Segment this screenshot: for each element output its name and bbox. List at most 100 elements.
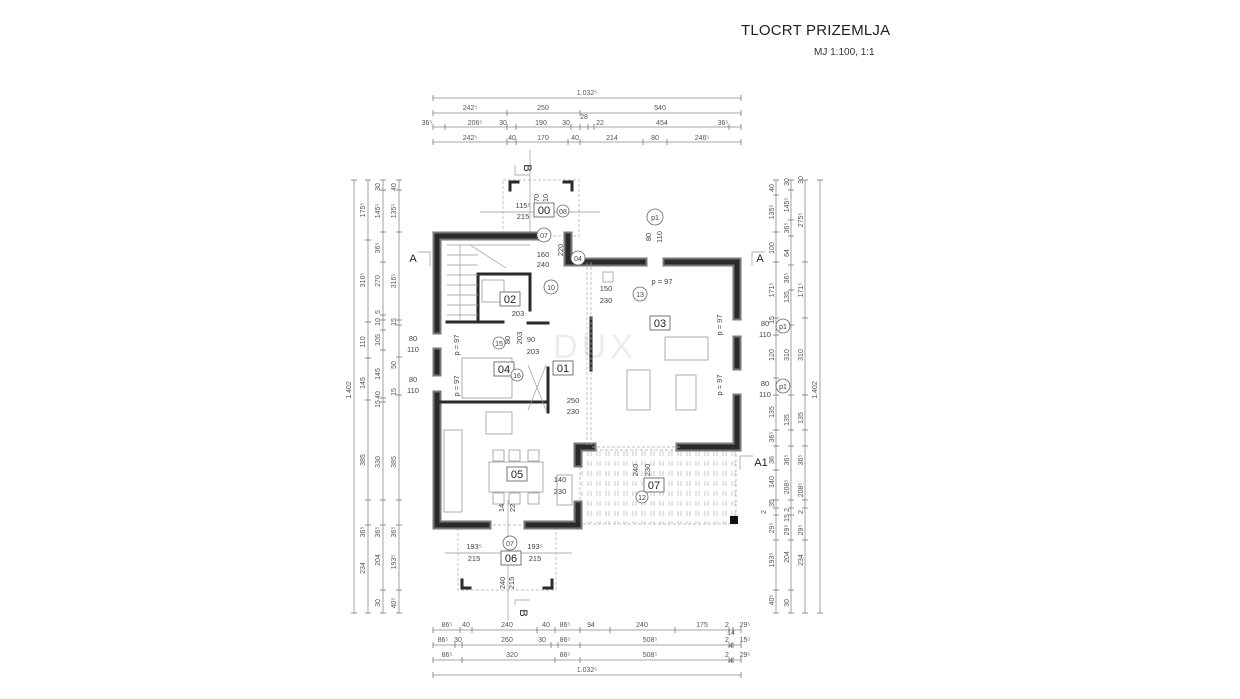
- dim-text: 15: [375, 400, 382, 408]
- top-dimensions: 1.032⁵ 242⁵ 250 540 36⁵ 206⁵ 30 190 30 2…: [422, 90, 729, 142]
- dim-text: 385: [391, 456, 398, 468]
- dim-text: 508⁵: [643, 637, 658, 644]
- note: 220: [556, 244, 565, 257]
- dim-text: 94: [587, 622, 595, 629]
- room-07-label: 07: [648, 480, 660, 492]
- note: p = 97: [715, 374, 724, 395]
- dim-text: 260: [501, 637, 513, 644]
- dim-text: 30: [538, 637, 546, 644]
- dim-text: 64: [784, 249, 791, 257]
- dim-text: 140: [769, 476, 776, 488]
- dim-text: 40: [462, 622, 470, 629]
- section-a1: A1: [754, 457, 767, 469]
- dim-text: 100: [769, 242, 776, 254]
- dim-text: 175⁵: [360, 203, 367, 218]
- dim-text: 40: [508, 135, 516, 142]
- dim-text: 316⁵: [360, 273, 367, 288]
- dim-text: 36⁵: [784, 455, 791, 466]
- dim-text: 35: [769, 499, 776, 507]
- dim-text: 135: [769, 406, 776, 418]
- note: 80: [644, 233, 653, 241]
- dim-text: 4: [729, 658, 733, 665]
- note: p = 97: [715, 314, 724, 335]
- marker: 13: [636, 292, 644, 299]
- walls: [432, 231, 742, 530]
- bottom-dimensions: 86⁵ 40 240 40 86⁵ 94 240 175 2 14 29⁵ 86…: [438, 622, 751, 674]
- dim-text: 15⁵: [740, 637, 751, 644]
- dim-text: 22: [596, 120, 604, 127]
- section-a-right: A: [756, 253, 764, 265]
- dim-text: 193⁵: [769, 553, 776, 568]
- note: 110: [655, 231, 664, 243]
- dim-text: 86⁵: [442, 652, 453, 659]
- room-01-label: 01: [557, 363, 569, 375]
- dim-text: 171⁵: [798, 283, 805, 298]
- dim-text: 275⁵: [798, 213, 805, 228]
- annotations: 115⁵ 215 70 10 160 240 220 80 110 p = 97…: [407, 194, 771, 589]
- dim-text: 145: [360, 377, 367, 389]
- note: 160: [537, 250, 550, 259]
- dim-text: 30: [375, 599, 382, 607]
- room-03-label: 03: [654, 318, 666, 330]
- dim-text: 86⁵: [442, 622, 453, 629]
- note: 80: [503, 336, 512, 344]
- dim-text: 40: [571, 135, 579, 142]
- dim-text: 2: [725, 622, 729, 629]
- note: 203: [527, 347, 540, 356]
- note: 230: [600, 296, 613, 305]
- dim-text: 120: [769, 349, 776, 361]
- dim-text: 86⁵: [560, 637, 571, 644]
- note: 230: [554, 487, 567, 496]
- dim-text: 36⁵: [375, 527, 382, 538]
- dim-text: 214: [606, 135, 618, 142]
- dim-text: 316⁵: [391, 274, 398, 289]
- note: 80: [761, 319, 769, 328]
- dim-text: 246⁵: [695, 135, 710, 142]
- dim-text: 40: [542, 622, 550, 629]
- dim-text: 135⁵: [391, 204, 398, 219]
- dim-text: 30: [562, 120, 570, 127]
- dim-text: 2: [725, 652, 729, 659]
- dim-text: 36⁵: [769, 432, 776, 443]
- section-b-bottom: B: [517, 609, 529, 616]
- armchair: [675, 374, 697, 411]
- note: 230: [567, 407, 580, 416]
- dim-text: 36: [769, 456, 776, 464]
- dim-text: 135⁵: [769, 205, 776, 220]
- note: 250: [567, 396, 580, 405]
- section-b-top: B: [521, 164, 533, 171]
- dim-text: 105: [375, 334, 382, 346]
- dim-text: 5: [375, 310, 382, 314]
- dim-text: 206⁵: [468, 120, 483, 127]
- dim-text: 30: [798, 176, 805, 184]
- dim-text: 36⁵: [375, 243, 382, 254]
- dim-text: 29⁵: [798, 525, 805, 536]
- note: 80: [761, 379, 769, 388]
- room-04-label: 04: [498, 364, 510, 376]
- dim-text: 1.032⁵: [577, 667, 598, 674]
- dim-text: 86⁵: [560, 652, 571, 659]
- dim-text: 170: [537, 135, 549, 142]
- dim-text: 454: [656, 120, 668, 127]
- shower: [481, 279, 505, 303]
- dim-text: 15: [391, 318, 398, 326]
- door-swing: [527, 364, 547, 411]
- note: 110: [407, 345, 419, 354]
- dim-text: 80: [651, 135, 659, 142]
- dim-text: 29⁵: [740, 622, 751, 629]
- dim-text: 208⁵: [784, 480, 791, 495]
- dim-text: 234: [798, 554, 805, 566]
- dim-text: 320: [506, 652, 518, 659]
- note: 193⁵: [527, 542, 543, 551]
- dim-text: 2: [798, 510, 805, 514]
- note: 215: [529, 554, 542, 563]
- dim-text: 10: [375, 318, 382, 326]
- marker: 10: [547, 285, 555, 292]
- note: 140: [554, 475, 567, 484]
- dim-text: 135: [784, 414, 791, 426]
- dim-text: 36⁵: [798, 455, 805, 466]
- note: 193⁵: [466, 542, 482, 551]
- entrance-porch-top: [480, 150, 600, 237]
- dim-text: 110: [360, 336, 367, 347]
- dim-text: 14: [727, 630, 735, 637]
